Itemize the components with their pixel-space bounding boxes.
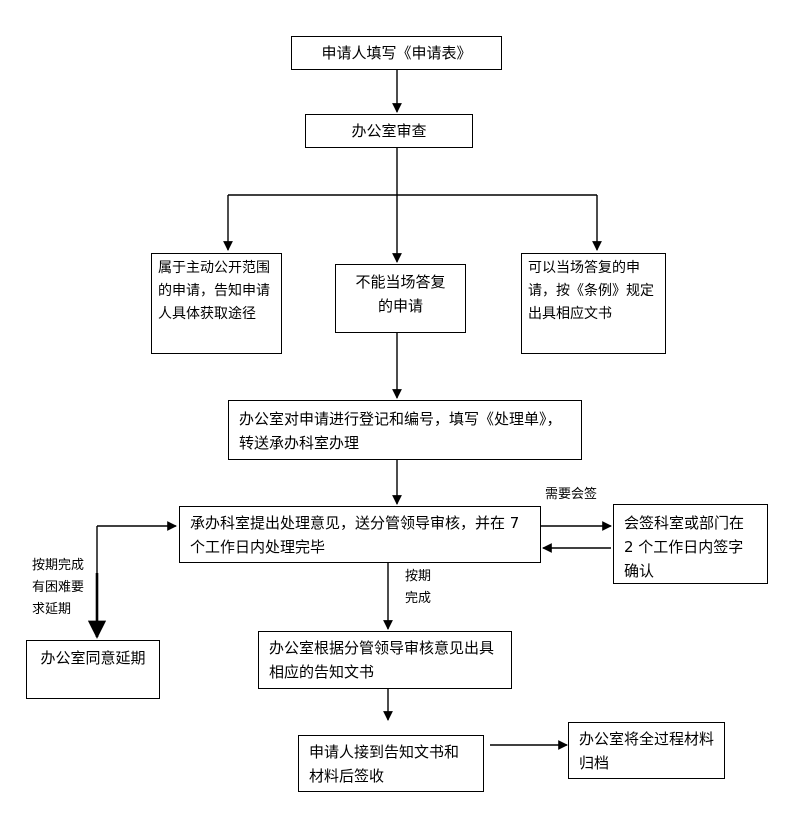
node-countersign-dept: 会签科室或部门在 2 个工作日内签字确认: [613, 504, 768, 584]
node-proactive-scope: 属于主动公开范围的申请，告知申请人具体获取途径: [151, 253, 282, 354]
node-applicant-receive: 申请人接到告知文书和材料后签收: [298, 735, 484, 792]
node-office-review: 办公室审查: [305, 114, 473, 148]
node-apply-form: 申请人填写《申请表》: [291, 36, 502, 70]
node-office-agree-extend: 办公室同意延期: [26, 640, 160, 699]
label-overdue-request-extension: 按期完成 有困难要 求延期: [32, 558, 85, 617]
label-on-time-complete: 按期 完成: [405, 569, 432, 606]
label-need-countersign: 需要会签: [545, 487, 598, 502]
node-archive: 办公室将全过程材料归档: [568, 722, 725, 779]
node-cannot-reply-on-site: 不能当场答复的申请: [335, 264, 466, 333]
node-register-number: 办公室对申请进行登记和编号，填写《处理单》，转送承办科室办理: [228, 400, 582, 460]
node-handling-dept-opinion: 承办科室提出处理意见，送分管领导审核，并在 7 个工作日内处理完毕: [179, 506, 541, 563]
node-issue-notice: 办公室根据分管领导审核意见出具相应的告知文书: [258, 631, 512, 689]
node-can-reply-on-site: 可以当场答复的申请，按《条例》规定出具相应文书: [521, 253, 666, 354]
